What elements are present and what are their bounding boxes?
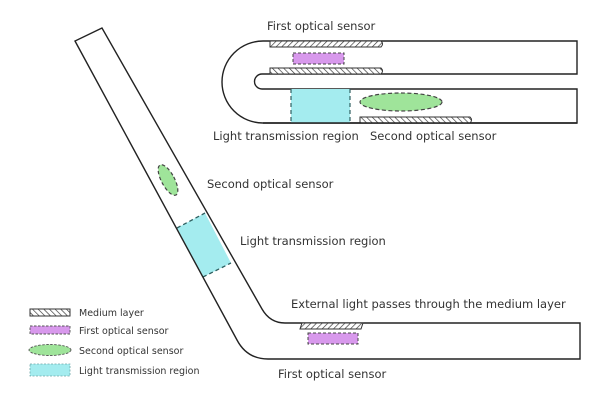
first-optical-sensor <box>292 52 345 65</box>
legend-label: Medium layer <box>79 308 144 319</box>
medium-layer-top <box>269 40 383 48</box>
legend-item-light-transmission-region: Light transmission region <box>29 363 199 377</box>
second-optical-sensor <box>359 92 443 112</box>
transmission-boundary-upper <box>176 212 206 229</box>
legend-label: First optical sensor <box>79 326 169 337</box>
light-transmission-region-diagonal <box>177 213 231 277</box>
medium-layer-horizontal <box>299 322 364 330</box>
folded-strip-outline <box>221 40 578 124</box>
green-dashed-ellipse-icon <box>28 344 72 356</box>
bent-figure: Second optical sensor Light transmission… <box>74 27 581 381</box>
purple-dashed-rectangle-icon <box>29 325 71 335</box>
legend-label: Second optical sensor <box>79 346 183 357</box>
label-first-optical-sensor-top: First optical sensor <box>267 19 376 33</box>
label-light-transmission-bent: Light transmission region <box>240 234 386 248</box>
bent-strip-outline <box>74 27 581 360</box>
first-optical-sensor-horizontal <box>307 332 359 345</box>
legend: Medium layer First optical sensor Second… <box>28 308 199 377</box>
top-folded-figure: First optical sensor Light transmission … <box>213 19 578 143</box>
transmission-boundary-lower <box>202 262 232 278</box>
label-second-optical-sensor-top: Second optical sensor <box>370 129 497 143</box>
second-optical-sensor-diagonal <box>157 164 179 196</box>
legend-item-second-optical-sensor: Second optical sensor <box>28 344 183 357</box>
hatched-rectangle-icon <box>29 308 71 317</box>
label-second-optical-sensor-bent: Second optical sensor <box>207 177 334 191</box>
legend-label: Light transmission region <box>79 366 199 377</box>
cyan-rectangle-icon <box>29 363 71 377</box>
label-external-light: External light passes through the medium… <box>291 297 566 311</box>
label-light-transmission-top: Light transmission region <box>213 129 359 143</box>
label-first-optical-sensor-bent: First optical sensor <box>278 367 387 381</box>
light-transmission-region <box>291 89 350 123</box>
medium-layer-middle <box>269 67 383 75</box>
legend-item-medium-layer: Medium layer <box>29 308 144 319</box>
medium-layer-bottom <box>359 116 472 124</box>
legend-item-first-optical-sensor: First optical sensor <box>29 325 169 337</box>
